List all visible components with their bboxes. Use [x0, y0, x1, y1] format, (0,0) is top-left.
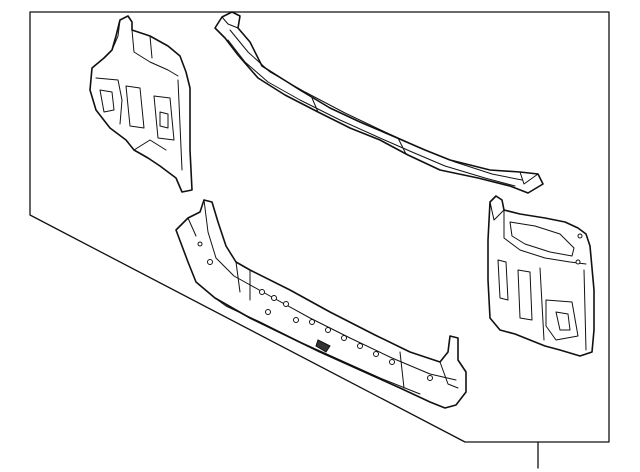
- left-radiator-support-side-panel: [89, 15, 193, 193]
- right-radiator-support-side-panel: [487, 195, 595, 357]
- diagram-frame: [29, 11, 610, 443]
- lower-tie-bar: [175, 199, 467, 409]
- upper-tie-bar: [214, 11, 544, 194]
